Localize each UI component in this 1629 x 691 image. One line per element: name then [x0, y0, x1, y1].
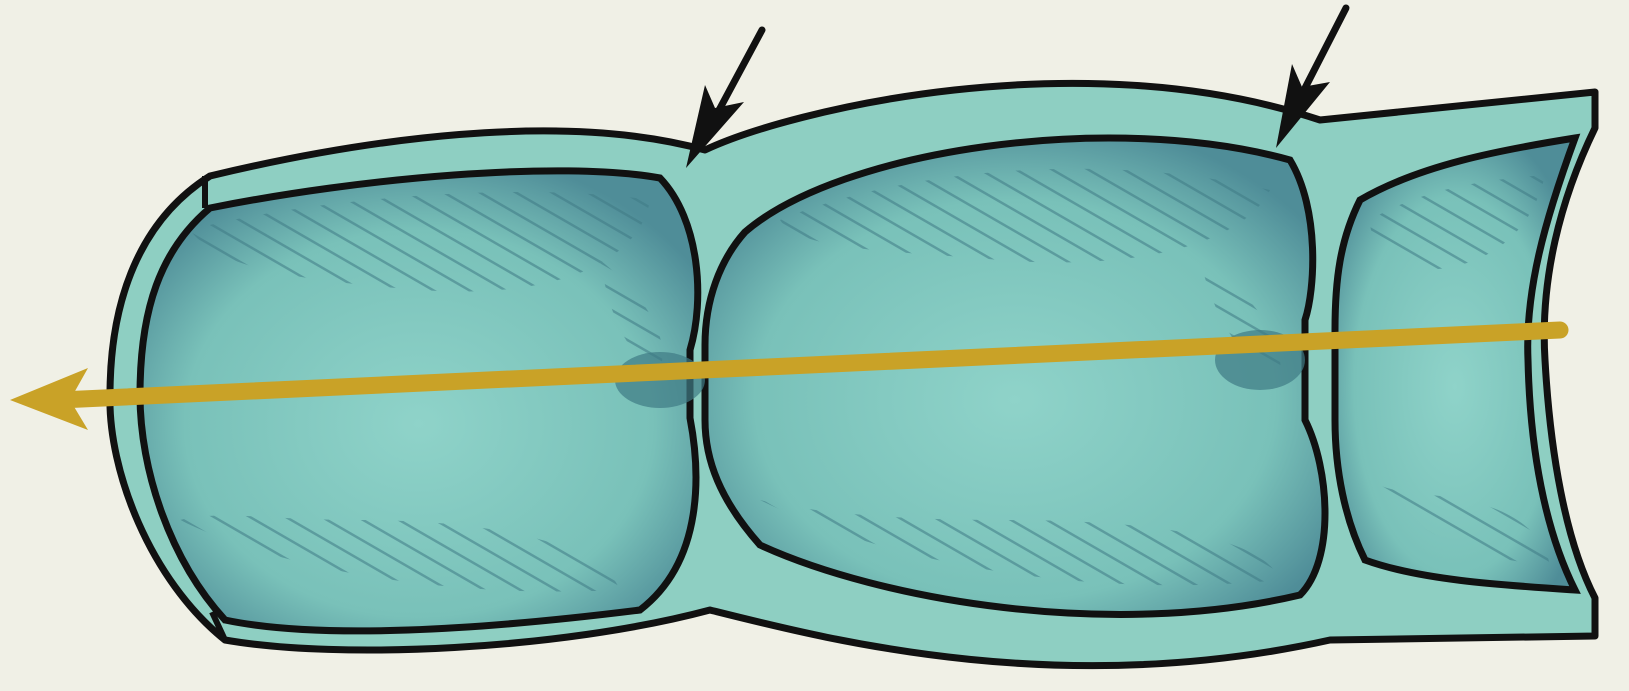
down-left-arrow-icon: [718, 30, 762, 112]
down-left-arrow-icon: [1304, 8, 1346, 90]
